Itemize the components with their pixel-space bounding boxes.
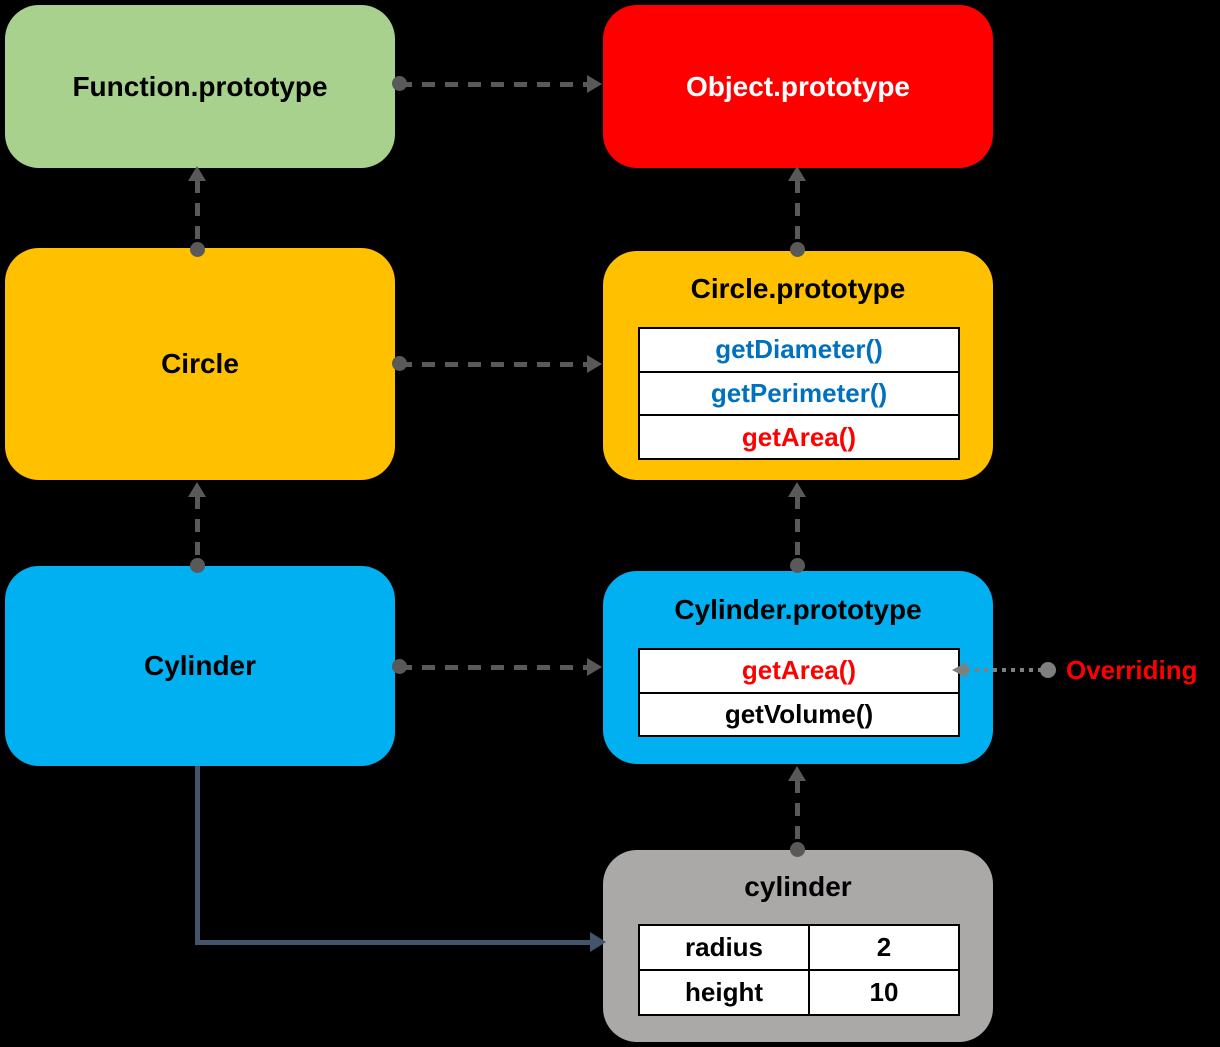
- arrowhead-up-icon: [188, 482, 206, 497]
- method-get-perimeter: getPerimeter(): [640, 370, 958, 415]
- dotted-line: [966, 668, 1042, 672]
- dashed-line: [399, 362, 589, 367]
- property-row-radius: radius 2: [640, 926, 958, 969]
- solid-line-horizontal: [195, 940, 590, 945]
- arrow-origin-dot: [790, 842, 805, 857]
- dashed-line: [795, 496, 800, 562]
- annotation-origin-dot: [1040, 662, 1056, 678]
- arrow-origin-dot: [190, 558, 205, 573]
- cylinder-prototype-label: Cylinder.prototype: [674, 593, 922, 625]
- arrowhead-right-icon: [590, 932, 606, 952]
- circle-label: Circle: [161, 348, 239, 379]
- method-get-diameter: getDiameter(): [640, 329, 958, 371]
- box-cylinder-instance: cylinder radius 2 height 10: [603, 850, 993, 1042]
- cylinder-instance-label: cylinder: [744, 871, 852, 902]
- object-prototype-label: Object.prototype: [685, 70, 910, 102]
- cylinder-label: Cylinder: [143, 650, 257, 681]
- arrowhead-right-icon: [587, 658, 602, 676]
- box-circle-prototype: Circle.prototype getDiameter() getPerime…: [603, 251, 993, 480]
- property-row-height: height 10: [640, 969, 958, 1014]
- property-value-radius: 2: [876, 932, 892, 962]
- arrowhead-up-icon: [788, 766, 806, 781]
- dashed-line: [399, 82, 589, 87]
- arrowhead-up-icon: [788, 482, 806, 497]
- circle-prototype-label: Circle.prototype: [690, 273, 906, 304]
- arrowhead-left-icon: [952, 662, 967, 678]
- method-get-area-circle: getArea(): [640, 414, 958, 459]
- property-value-height: 10: [869, 977, 899, 1007]
- dashed-line: [795, 780, 800, 846]
- arrowhead-right-icon: [587, 75, 602, 93]
- box-object-prototype: Object.prototype: [603, 5, 993, 168]
- function-prototype-label: Function.prototype: [72, 70, 328, 102]
- method-get-area-cylinder: getArea(): [640, 650, 958, 692]
- dashed-line: [399, 665, 589, 670]
- property-key-radius: radius: [640, 926, 810, 969]
- method-get-volume: getVolume(): [640, 691, 958, 735]
- cylinder-instance-header: cylinder: [603, 850, 993, 924]
- arrow-origin-dot: [190, 242, 205, 257]
- property-key-height: height: [640, 971, 810, 1014]
- cylinder-prototype-method-table: getArea() getVolume(): [638, 648, 960, 737]
- solid-line-vertical: [195, 766, 200, 945]
- arrowhead-right-icon: [587, 355, 602, 373]
- cylinder-instance-property-table: radius 2 height 10: [638, 924, 960, 1016]
- arrow-origin-dot: [790, 242, 805, 257]
- box-circle: Circle: [5, 248, 395, 480]
- box-cylinder: Cylinder: [5, 566, 395, 766]
- box-cylinder-prototype: Cylinder.prototype getArea() getVolume(): [603, 571, 993, 764]
- arrow-origin-dot: [790, 558, 805, 573]
- cylinder-prototype-header: Cylinder.prototype: [603, 571, 993, 648]
- arrowhead-up-icon: [188, 166, 206, 181]
- overriding-label: Overriding: [1066, 655, 1198, 685]
- circle-prototype-header: Circle.prototype: [603, 251, 993, 327]
- dashed-line: [795, 180, 800, 246]
- dashed-line: [195, 496, 200, 562]
- dashed-line: [195, 180, 200, 246]
- arrowhead-up-icon: [788, 166, 806, 181]
- box-function-prototype: Function.prototype: [5, 5, 395, 168]
- circle-prototype-method-table: getDiameter() getPerimeter() getArea(): [638, 327, 960, 460]
